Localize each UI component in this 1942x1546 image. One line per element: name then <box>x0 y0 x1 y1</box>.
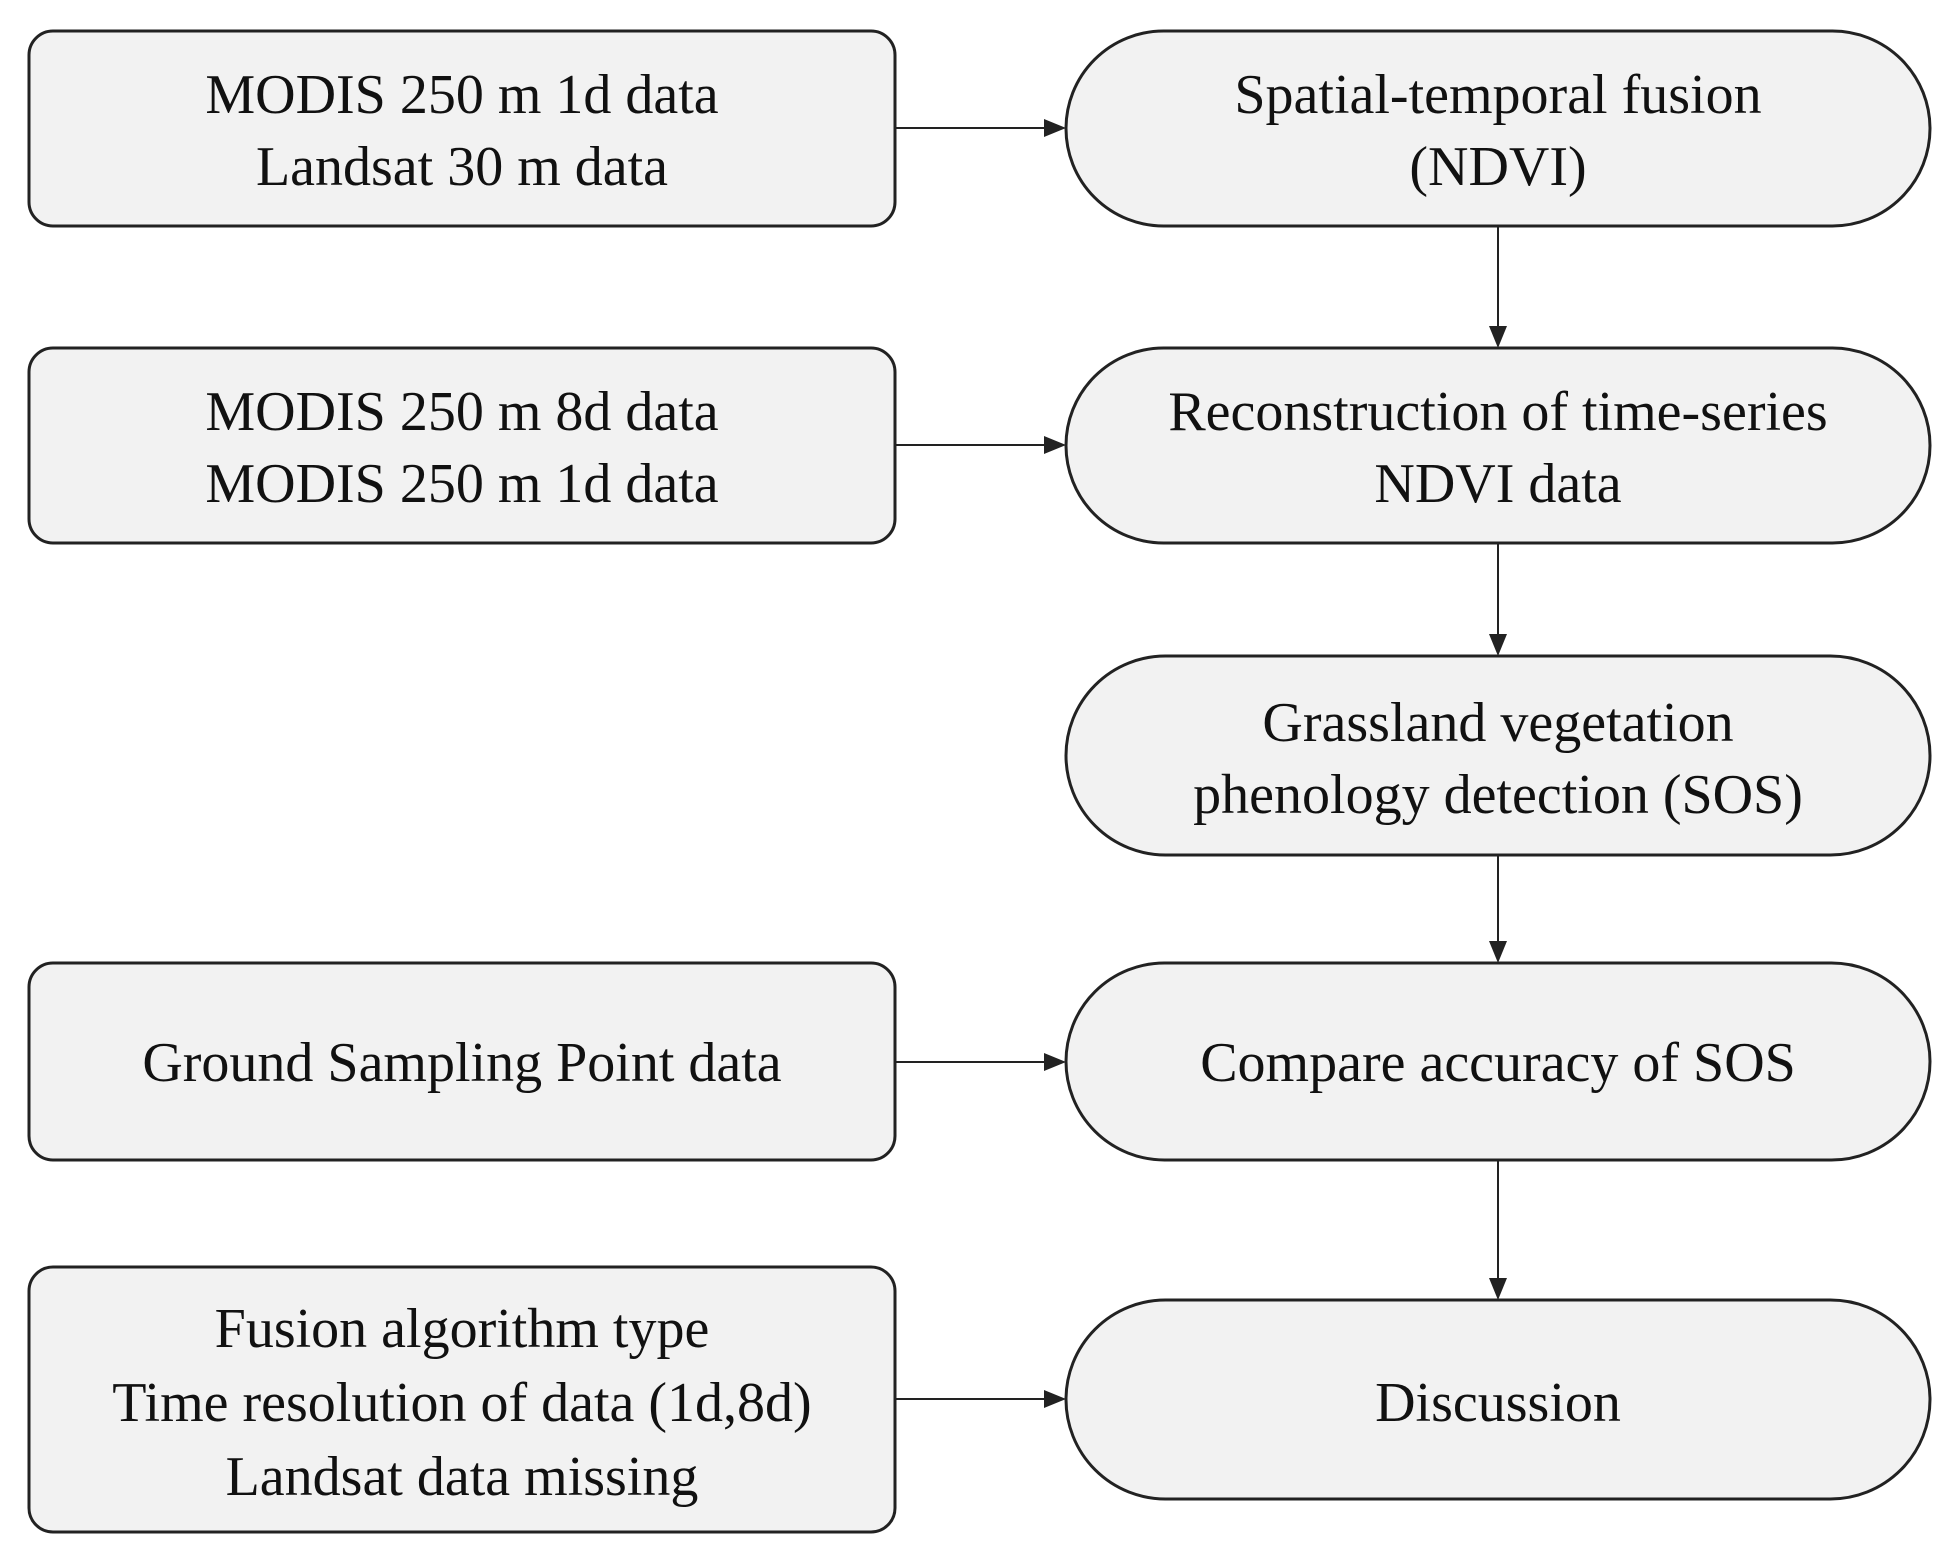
process-node-discussion: Discussion <box>1064 1298 1932 1501</box>
input-box-modis-landsat-line1: MODIS 250 m 1d data <box>205 64 718 126</box>
input-box-factors: Fusion algorithm type Time resolution of… <box>27 1265 897 1534</box>
input-box-ground-sampling-line1: Ground Sampling Point data <box>142 1032 781 1094</box>
process-node-compare-line1: Compare accuracy of SOS <box>1200 1032 1796 1094</box>
process-node-reconstruction-line2: NDVI data <box>1374 453 1621 515</box>
arrow-compare-to-discussion <box>1489 1160 1507 1300</box>
input-box-factors-line2: Time resolution of data (1d,8d) <box>112 1372 811 1434</box>
input-box-modis-landsat-line2: Landsat 30 m data <box>256 136 668 198</box>
arrow-fusion-to-reconstruction <box>1489 226 1507 348</box>
process-node-reconstruction: Reconstruction of time-series NDVI data <box>1064 346 1932 545</box>
arrow-modis-landsat-to-fusion <box>895 119 1066 137</box>
input-box-modis-8d-1d-line1: MODIS 250 m 8d data <box>205 381 718 443</box>
arrow-phenology-to-compare <box>1489 855 1507 963</box>
process-node-phenology-line1: Grassland vegetation <box>1262 692 1733 754</box>
input-box-modis-landsat: MODIS 250 m 1d data Landsat 30 m data <box>27 29 897 228</box>
input-box-modis-8d-1d: MODIS 250 m 8d data MODIS 250 m 1d data <box>27 346 897 545</box>
arrow-reconstruction-to-phenology <box>1489 543 1507 656</box>
process-node-phenology: Grassland vegetation phenology detection… <box>1064 654 1932 857</box>
input-box-modis-8d-1d-line2: MODIS 250 m 1d data <box>205 453 718 515</box>
process-node-fusion-line2: (NDVI) <box>1409 136 1586 198</box>
process-node-compare: Compare accuracy of SOS <box>1064 961 1932 1162</box>
process-node-discussion-line1: Discussion <box>1375 1372 1621 1434</box>
process-node-fusion: Spatial-temporal fusion (NDVI) <box>1064 29 1932 228</box>
process-node-fusion-line1: Spatial-temporal fusion <box>1234 64 1761 126</box>
arrow-factors-to-discussion <box>895 1390 1066 1408</box>
arrow-ground-sampling-to-compare <box>895 1053 1066 1071</box>
input-box-factors-line3: Landsat data missing <box>226 1446 699 1508</box>
input-box-ground-sampling: Ground Sampling Point data <box>27 961 897 1162</box>
process-node-phenology-line2: phenology detection (SOS) <box>1193 764 1803 826</box>
arrow-modis-8d-1d-to-reconstruction <box>895 436 1066 454</box>
process-node-reconstruction-line1: Reconstruction of time-series <box>1168 381 1827 443</box>
input-box-factors-line1: Fusion algorithm type <box>215 1298 710 1360</box>
